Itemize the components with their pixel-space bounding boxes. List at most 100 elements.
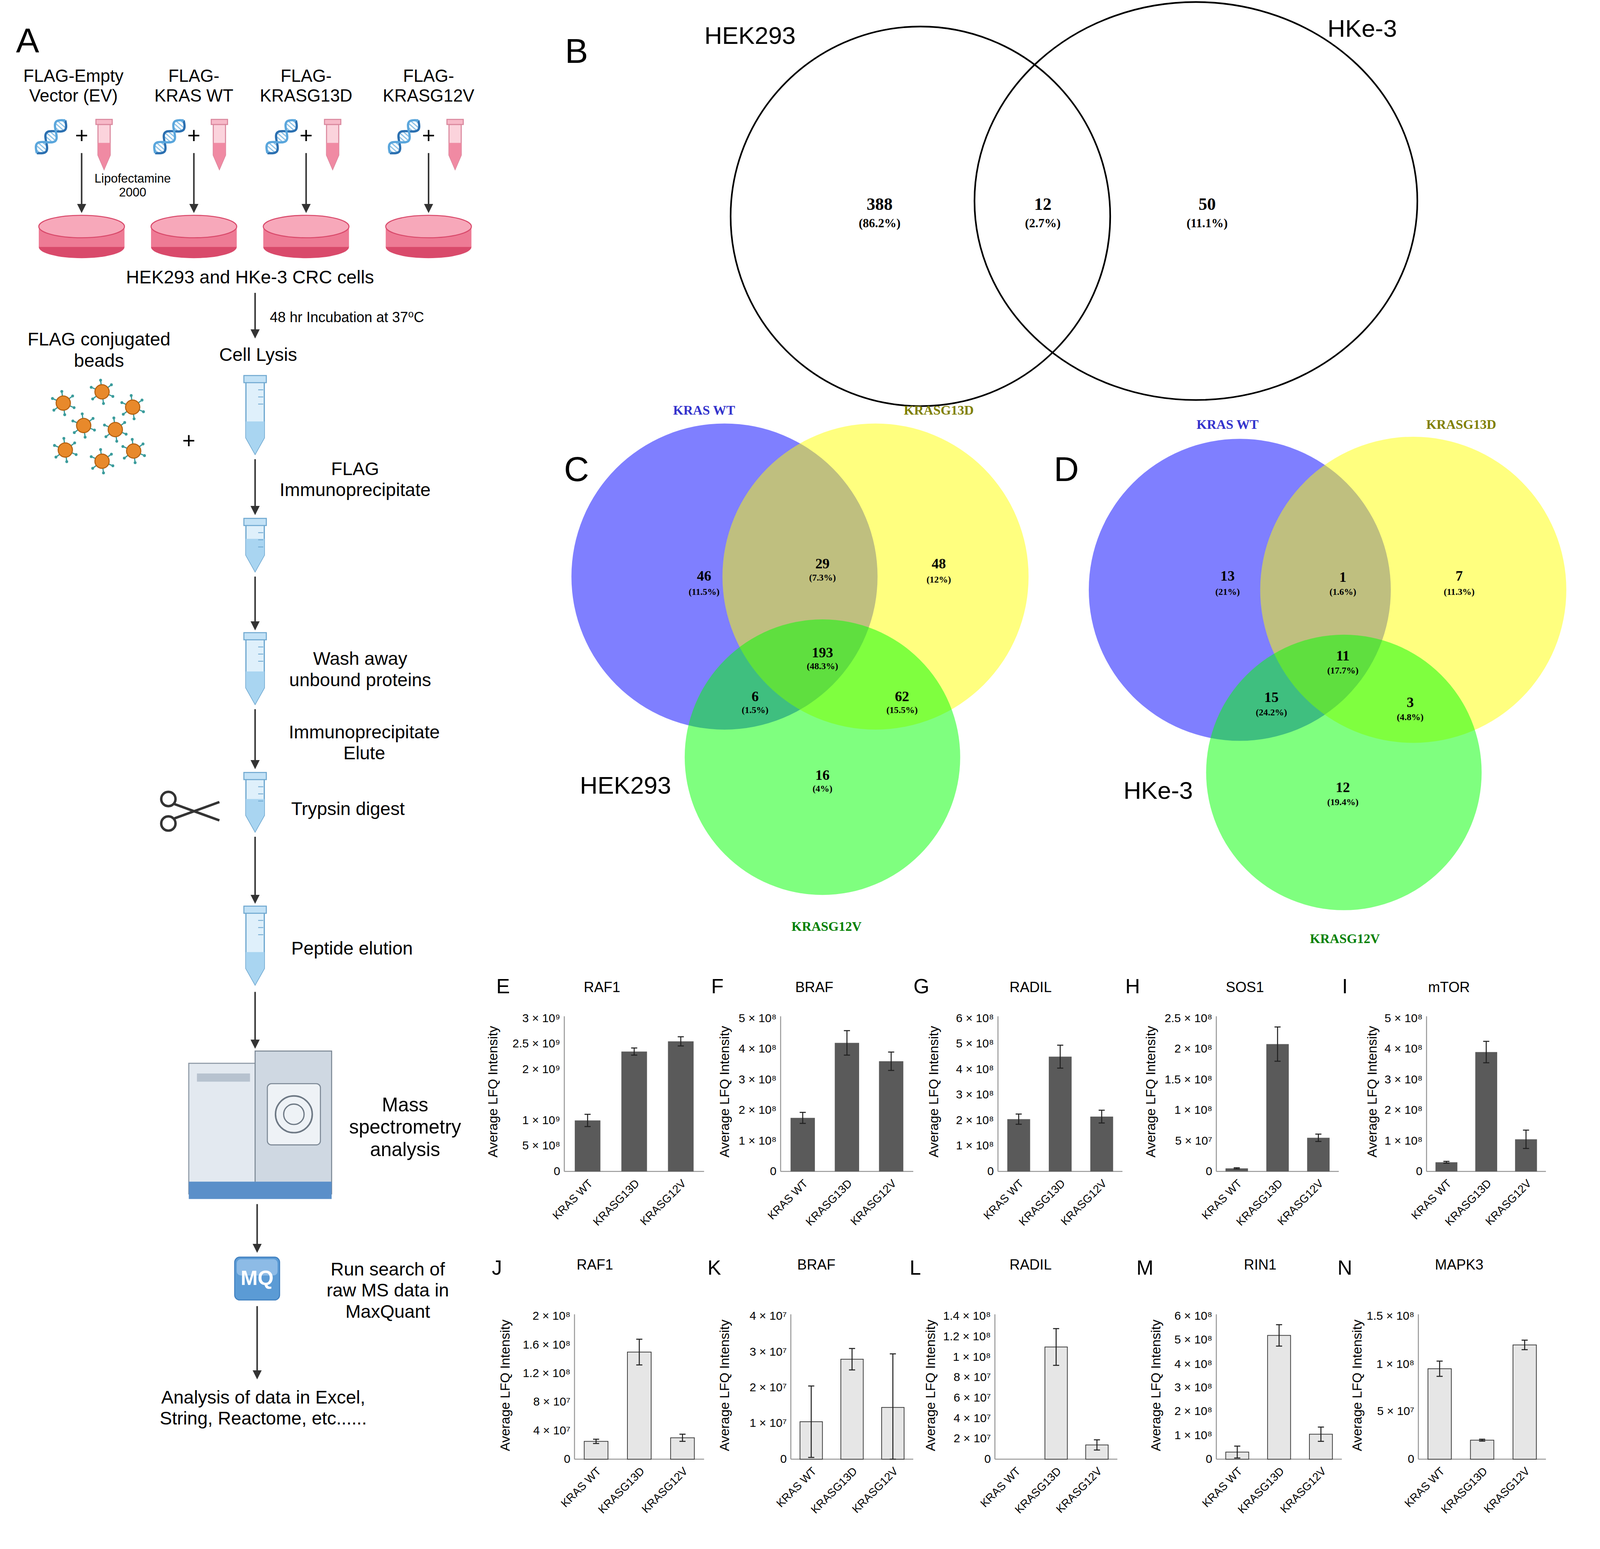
tube-body <box>245 524 265 572</box>
venn-set-circle <box>1206 634 1482 911</box>
bar-chart <box>574 1314 705 1460</box>
tick-label: 4 × 10⁸ <box>955 1062 994 1077</box>
bead <box>52 436 78 463</box>
category-label: KRASG12V <box>638 1464 690 1516</box>
antibody-tip <box>109 383 113 387</box>
dna-rung <box>277 132 287 141</box>
tube-liquid <box>326 142 339 170</box>
error-bar <box>680 1037 682 1047</box>
bead-core <box>76 418 91 433</box>
culture-dish <box>385 215 472 259</box>
tube-liquid <box>245 421 265 455</box>
annotation-label: Analysis of data in Excel, String, React… <box>153 1386 373 1430</box>
chart-title: SOS1 <box>1225 979 1264 997</box>
annotation-label: 48 hr Incubation at 37⁰C <box>270 309 425 326</box>
set-title: KRAS WT <box>1196 416 1259 433</box>
annotation-label: FLAG-Empty Vector (EV) <box>17 65 130 106</box>
tick-label: 3 × 10⁸ <box>1384 1072 1423 1087</box>
bead-core <box>108 422 123 437</box>
tube-liquid <box>98 142 111 170</box>
venn-count: 48 <box>931 556 946 573</box>
error-bar <box>595 1439 597 1444</box>
error-cap <box>887 1051 894 1053</box>
tick-label: 2 × 10⁸ <box>955 1113 994 1128</box>
tick-label: 3 × 10⁷ <box>749 1345 787 1359</box>
error-cap <box>1093 1449 1100 1451</box>
error-cap <box>1317 1441 1324 1443</box>
y-axis <box>1417 1314 1419 1460</box>
error-cap <box>889 1459 896 1461</box>
bead-core <box>125 400 140 415</box>
panel-letter: I <box>1342 974 1348 999</box>
annotation-label: Immunoprecipitate Elute <box>275 721 454 765</box>
antibody-tip <box>89 385 93 389</box>
error-cap <box>636 1364 643 1366</box>
tick-label: 5 × 10⁸ <box>1174 1333 1213 1347</box>
tube-cap <box>96 119 113 125</box>
tick-label: 6 × 10⁸ <box>1174 1309 1213 1323</box>
dna-rung <box>399 132 409 141</box>
antibody-tip <box>80 412 84 416</box>
antibody-tip <box>65 460 69 463</box>
bar-chart <box>1216 1016 1340 1172</box>
error-bar <box>1485 1041 1487 1064</box>
tube-body <box>213 124 226 170</box>
chart-title: RADIL <box>1009 1257 1052 1274</box>
tick-label: 4 × 10⁷ <box>953 1411 991 1426</box>
bar <box>627 1352 652 1460</box>
dna-icon <box>154 120 185 154</box>
venn-count: 388 <box>866 194 893 214</box>
category-label: KRASG13D <box>595 1464 647 1517</box>
error-bar <box>1439 1361 1441 1378</box>
tick-label: 0 <box>553 1164 561 1179</box>
error-cap <box>1098 1110 1105 1112</box>
reagent-tube <box>96 119 113 170</box>
error-cap <box>1482 1062 1489 1064</box>
error-cap <box>1015 1113 1022 1115</box>
chart-title: BRAF <box>797 1257 836 1274</box>
error-cap <box>1482 1040 1489 1043</box>
error-bar <box>1055 1328 1057 1366</box>
antibody-tip <box>60 390 64 393</box>
venn-percent: (1.5%) <box>741 704 769 716</box>
error-bar <box>1236 1446 1238 1459</box>
error-cap <box>1317 1426 1324 1429</box>
bar <box>1435 1162 1458 1172</box>
bead-core <box>94 384 110 399</box>
culture-dish <box>151 215 237 259</box>
bar <box>834 1042 860 1172</box>
bar <box>574 1120 601 1172</box>
y-axis <box>563 1016 565 1172</box>
antibody-tip <box>72 431 76 435</box>
bar <box>1513 1345 1537 1460</box>
dna-strand <box>154 120 185 154</box>
venn-percent: (19.4%) <box>1327 796 1359 808</box>
tube-cap <box>243 518 267 526</box>
dna-strand <box>389 120 420 154</box>
y-axis <box>1426 1016 1428 1172</box>
antibody-tip <box>103 423 106 427</box>
tick-label: 1 × 10⁸ <box>952 1350 991 1364</box>
reagent-tube <box>211 119 228 170</box>
bead <box>71 412 97 439</box>
venn-count: 15 <box>1264 689 1279 707</box>
flow-arrow <box>192 153 195 212</box>
tube-liquid <box>245 799 265 832</box>
tick-label: 2.5 × 10⁸ <box>1164 1011 1213 1026</box>
tube-graduation <box>258 793 264 795</box>
dish-top <box>38 215 125 239</box>
set-title: KRAS WT <box>672 402 735 418</box>
axis-title: Average LFQ Intensity <box>1349 1319 1365 1452</box>
tube-graduation <box>258 403 264 405</box>
annotation-label: HKe-3 <box>1327 14 1398 43</box>
tick-label: 3 × 10⁸ <box>738 1072 777 1087</box>
antibody-tip <box>129 394 133 397</box>
tick-label: 1 × 10⁹ <box>522 1113 561 1128</box>
error-cap <box>630 1047 637 1049</box>
dna-strand <box>389 120 419 154</box>
scissor-handle <box>161 791 176 807</box>
tick-label: 3 × 10⁸ <box>955 1088 994 1102</box>
flow-arrow <box>81 153 83 212</box>
dna-icon <box>389 120 420 154</box>
annotation-label: Trypsin digest <box>290 798 405 820</box>
